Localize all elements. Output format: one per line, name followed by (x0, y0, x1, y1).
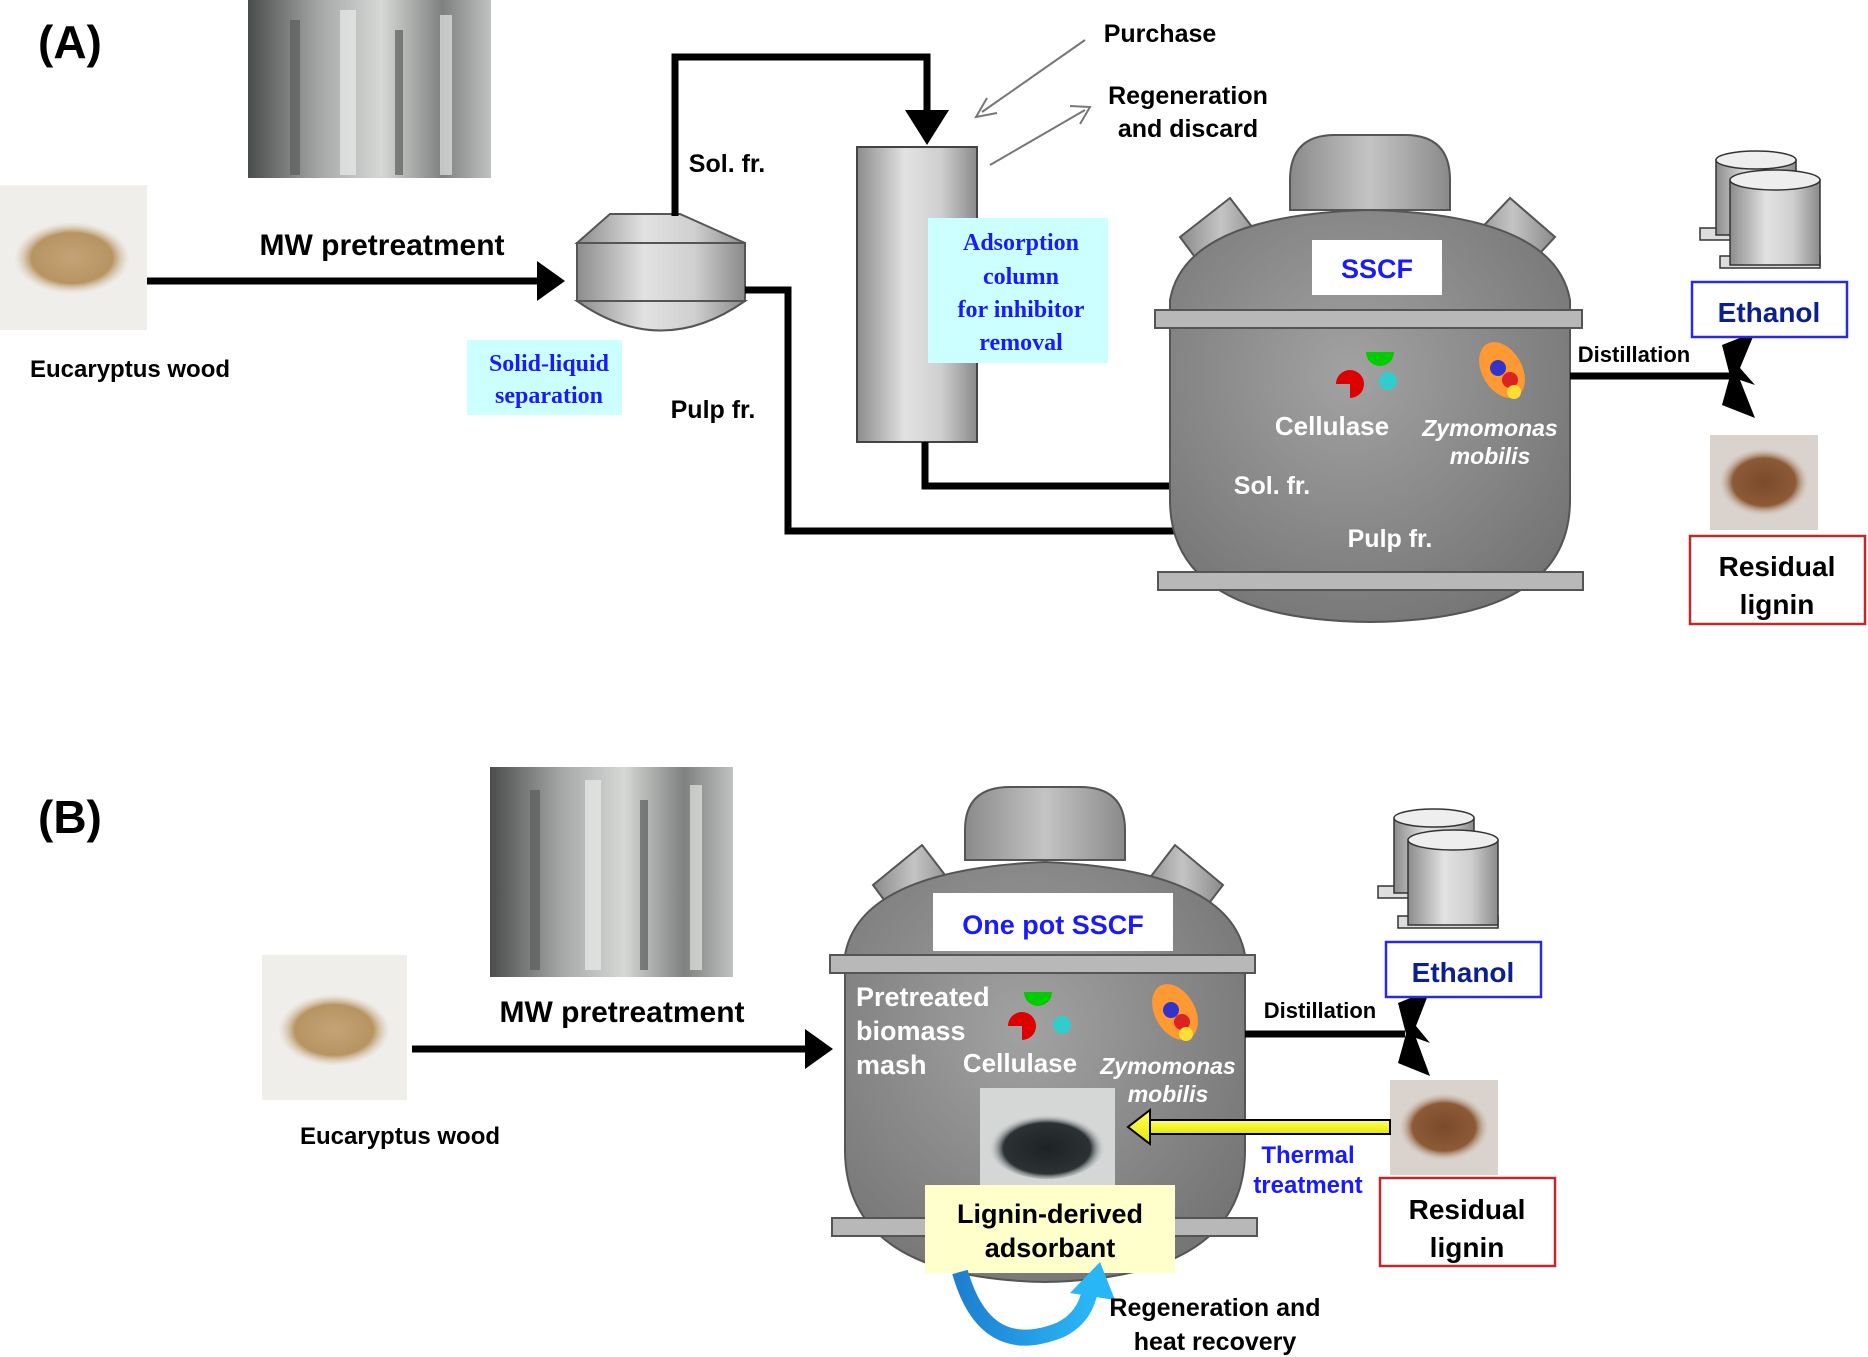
mash-label-line2: biomass (856, 1016, 966, 1046)
panel-b-label: (B) (38, 791, 102, 843)
cellulase-icon-b (1008, 992, 1071, 1040)
separator-label-line1: Solid-liquid (489, 351, 610, 377)
feedstock-label-b: Eucaryptus wood (300, 1123, 500, 1150)
line-pulp-fraction-a (745, 286, 1305, 535)
purchase-arrow (981, 39, 1086, 113)
zymomonas-icon-b (1152, 984, 1198, 1041)
ethanol-label-a: Ethanol (1718, 297, 1821, 328)
lignin-label-b-line2: lignin (1430, 1232, 1505, 1263)
microbe-label-b-line1: Zymomonas (1099, 1053, 1235, 1079)
separator-label-box: Solid-liquid separation (467, 340, 622, 415)
wood-photo-a (0, 185, 147, 330)
line-sol-fraction-a (671, 53, 931, 216)
microbe-label-b-line2: mobilis (1128, 1081, 1209, 1107)
wood-photo-b (262, 955, 407, 1100)
reactor-b-title: One pot SSCF (962, 910, 1144, 940)
purchase-label: Purchase (1104, 20, 1217, 48)
regeneration-label-line1: Regeneration (1108, 82, 1268, 110)
panel-a: (A) Eucaryptus wood MW pretreatment Soli (0, 0, 1867, 626)
lignin-box-b: Residual lignin (1378, 1176, 1557, 1268)
reactor-pulp-label-a: Pulp fr. (1348, 525, 1433, 553)
cellulase-icon-a (1336, 352, 1397, 398)
feedstock-label-a: Eucaryptus wood (30, 356, 230, 383)
distillation-label-a: Distillation (1578, 342, 1690, 367)
line-column-outlet (921, 442, 1205, 490)
ethanol-tanks-a (1699, 150, 1821, 269)
distillation-label-b: Distillation (1264, 998, 1376, 1023)
regeneration-arrow (989, 109, 1086, 166)
regeneration-curve-arrow (952, 1262, 1115, 1346)
column-label-box: Adsorption column for inhibitor removal (928, 218, 1108, 363)
adsorbant-label-line2: adsorbant (985, 1233, 1116, 1263)
lignin-label-b-line1: Residual (1409, 1194, 1526, 1225)
ethanol-tanks-b (1377, 808, 1499, 929)
arrow-feed-b-head (805, 1029, 833, 1069)
thermal-label-line1: Thermal (1261, 1142, 1354, 1169)
pretreatment-label-a: MW pretreatment (259, 229, 504, 262)
column-label-line3: for inhibitor (958, 297, 1085, 323)
adsorbant-photo (980, 1088, 1115, 1188)
plant-photo-b (490, 767, 733, 977)
panel-a-label: (A) (38, 16, 102, 68)
plant-photo-a (248, 0, 491, 178)
mash-label-line1: Pretreated (856, 982, 990, 1012)
ethanol-label-b: Ethanol (1412, 957, 1515, 988)
ethanol-box-b: Ethanol (1384, 940, 1543, 999)
microbe-label-a-line2: mobilis (1450, 443, 1531, 469)
lignin-photo-b (1390, 1080, 1498, 1175)
lignin-box-a: Residual lignin (1688, 534, 1867, 626)
separator-label-line2: separation (495, 383, 603, 409)
mash-label-line3: mash (856, 1050, 927, 1080)
pulp-fraction-label-a: Pulp fr. (671, 396, 756, 424)
regen-heat-label-line2: heat recovery (1134, 1328, 1297, 1356)
reactor-b-title-box: One pot SSCF (933, 893, 1173, 951)
ethanol-box-a: Ethanol (1690, 280, 1849, 339)
thermal-label-line2: treatment (1253, 1172, 1362, 1199)
enzyme-label-b: Cellulase (963, 1048, 1077, 1078)
regen-heat-label-line1: Regeneration and (1109, 1294, 1320, 1322)
zymomonas-icon-a (1479, 342, 1525, 399)
regeneration-arrow-head (1069, 105, 1092, 125)
panel-b: (B) Eucaryptus wood MW pretreatment (38, 767, 1557, 1356)
purchase-arrow-head (974, 97, 998, 119)
reactor-a-title-box: SSCF (1312, 240, 1442, 295)
arrow-feed-a-head (537, 261, 565, 301)
sol-fraction-label-a: Sol. fr. (689, 150, 765, 178)
lignin-label-a-line1: Residual (1719, 551, 1836, 582)
enzyme-label-a: Cellulase (1275, 411, 1389, 441)
reactor-a-title: SSCF (1341, 254, 1413, 284)
reactor-sol-label-a: Sol. fr. (1234, 472, 1310, 500)
lignin-label-a-line2: lignin (1740, 589, 1815, 620)
thermal-arrow (1126, 1107, 1391, 1147)
column-label-line2: column (983, 264, 1059, 290)
column-label-line1: Adsorption (963, 230, 1079, 256)
pretreatment-label-b: MW pretreatment (499, 996, 744, 1029)
distillation-split-a (1722, 332, 1755, 418)
microbe-label-a-line1: Zymomonas (1421, 415, 1557, 441)
separator (573, 213, 749, 332)
regeneration-label-line2: and discard (1118, 115, 1258, 143)
distillation-split-b (1398, 990, 1430, 1076)
column-label-line4: removal (979, 330, 1063, 356)
lignin-photo-a (1710, 435, 1818, 530)
reactor-a (1154, 134, 1584, 624)
adsorbant-label-line1: Lignin-derived (957, 1199, 1143, 1229)
adsorbant-box: Lignin-derived adsorbant (925, 1185, 1175, 1273)
arrow-sol-head-a (905, 110, 949, 145)
